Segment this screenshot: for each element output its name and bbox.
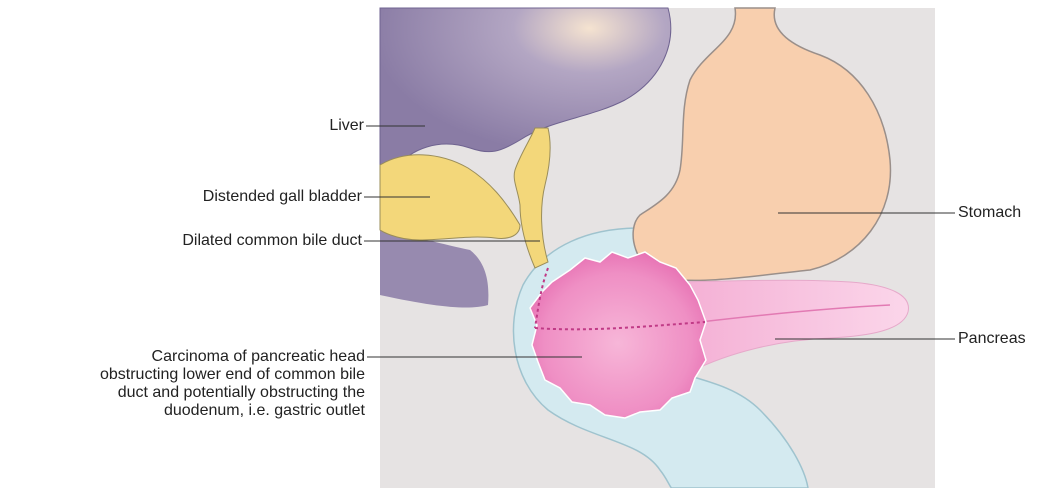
- label-gall-bladder: Distended gall bladder: [100, 188, 362, 206]
- label-carcinoma: Carcinoma of pancreatic head obstructing…: [0, 348, 365, 420]
- label-stomach: Stomach: [958, 204, 1021, 222]
- label-common-bile-duct: Dilated common bile duct: [60, 232, 362, 250]
- label-liver: Liver: [260, 117, 364, 135]
- label-pancreas: Pancreas: [958, 330, 1026, 348]
